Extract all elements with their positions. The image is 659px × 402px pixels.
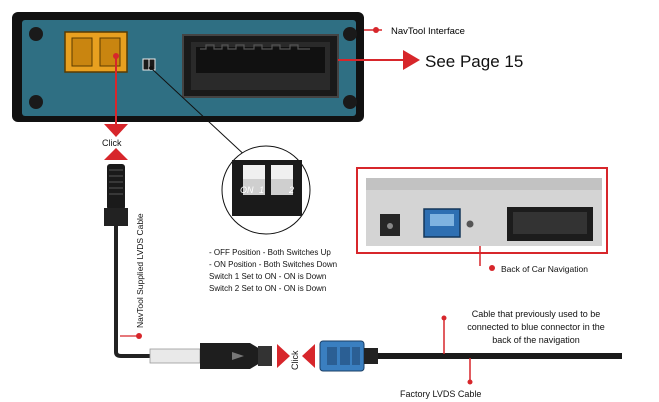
- factory-cable-label: Factory LVDS Cable: [400, 389, 481, 399]
- cable-note: Cable that previously used to be connect…: [467, 309, 605, 345]
- mount-hole-br: [343, 95, 357, 109]
- mount-hole-bl: [29, 95, 43, 109]
- instruction-line: - OFF Position - Both Switches Up: [209, 248, 331, 257]
- pointer-dot-interface: [373, 27, 379, 33]
- navtool-cable-label: NavTool Supplied LVDS Cable: [135, 213, 145, 328]
- see-page-label: See Page 15: [425, 52, 523, 71]
- click-bottom-label: Click: [290, 350, 300, 370]
- click-arrow-up-icon: [104, 148, 128, 160]
- click-top-label: Click: [102, 138, 122, 148]
- navtool-lvds-cable: [104, 164, 150, 358]
- ports-connector: [182, 34, 339, 98]
- click-arrow-right-icon: [277, 344, 290, 368]
- instruction-line: Switch 1 Set to ON - ON is Down: [209, 272, 326, 281]
- click-arrow-down-icon: [104, 124, 128, 137]
- cable-note-line: connected to blue connector in the: [467, 322, 605, 332]
- back-of-nav-label: Back of Car Navigation: [501, 264, 588, 274]
- switch-instructions: - OFF Position - Both Switches Up - ON P…: [209, 248, 337, 293]
- mount-hole-tl: [29, 27, 43, 41]
- cable-note-line: Cable that previously used to be: [472, 309, 601, 319]
- arrow-right-icon: [403, 50, 420, 70]
- pointer-dot-factory: [467, 379, 473, 385]
- cable-note-line: back of the navigation: [492, 335, 580, 345]
- mount-hole-tr: [343, 27, 357, 41]
- instruction-line: Switch 2 Set to ON - ON is Down: [209, 284, 326, 293]
- navtool-interface-module: [12, 12, 364, 122]
- navtool-interface-label: NavTool Interface: [391, 26, 465, 37]
- switch-1-label: 1: [259, 185, 264, 195]
- car-navigation-photo: [356, 167, 608, 254]
- dip-switch-detail: ON 1 2: [221, 145, 311, 235]
- inline-connector: [149, 343, 272, 369]
- switch-2-label: 2: [288, 185, 294, 195]
- power-connector: [64, 31, 128, 73]
- pointer-dot-nav: [489, 265, 495, 271]
- blue-lvds-connector: [319, 340, 378, 372]
- click-arrow-left-icon: [302, 344, 315, 368]
- instruction-line: - ON Position - Both Switches Down: [209, 260, 337, 269]
- switch-on-label: ON: [240, 185, 254, 195]
